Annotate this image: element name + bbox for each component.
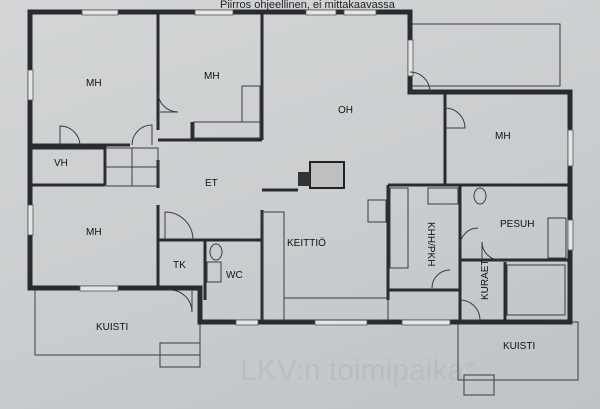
room-label-keittio: KEITTIÖ [287,237,326,249]
door-swing [157,91,179,113]
room-label-pesuh: PESUH [500,219,534,230]
window [567,219,574,251]
toilet [209,243,223,261]
door-swing [444,107,466,129]
disclaimer-note: Piirros ohjeellinen, ei mittakaavassa [220,0,395,11]
door-swing [459,227,479,247]
watermark-text: LKV:n toimipaika* [240,354,476,387]
window [235,319,259,326]
room-label-khh-pkh: KHH/PKH [425,222,436,266]
closet [241,85,261,123]
appliance [367,199,387,223]
sauna-bench [506,264,566,316]
sink [547,217,567,259]
room-label-mh: MH [86,78,102,89]
door-swing [59,125,81,146]
room-label-mh: MH [86,227,102,238]
step-right [463,374,495,396]
window [567,129,574,167]
room-label-kuisti: KUISTI [96,322,128,333]
sink [206,261,222,283]
fireplace-hearth [298,172,310,186]
door-swing [409,71,431,93]
closet [193,121,261,139]
kitchen-counter [261,211,285,321]
door-swing [481,241,501,261]
kitchen-counter [283,297,389,321]
room-label-mh: MH [204,71,220,82]
window [314,319,368,326]
closet-divider [106,148,158,186]
fireplace [309,161,345,189]
step-left [159,342,201,368]
window [27,204,34,236]
window [194,9,234,16]
door-swing [459,299,481,321]
door-swing [169,289,193,313]
room-label-mh: MH [495,131,511,142]
window [27,69,34,101]
toilet [473,187,487,205]
room-label-et: ET [205,178,218,189]
washing-machine [427,187,459,205]
window [343,9,377,16]
window [81,9,119,16]
window [407,39,414,77]
door-swing [131,124,153,146]
room-label-kuraet: KURAET [480,259,491,300]
door-swing [164,211,194,241]
window [401,319,451,326]
room-label-kuisti: KUISTI [503,341,535,352]
room-label-wc: WC [226,270,243,281]
room-label-tk: TK [173,260,186,271]
room-label-vh: VH [54,158,68,169]
storage-shelves [389,187,409,269]
window [79,285,119,292]
room-label-oh: OH [338,105,353,116]
door-swing [431,269,451,289]
terrace-outline [409,23,561,87]
window [305,9,337,16]
